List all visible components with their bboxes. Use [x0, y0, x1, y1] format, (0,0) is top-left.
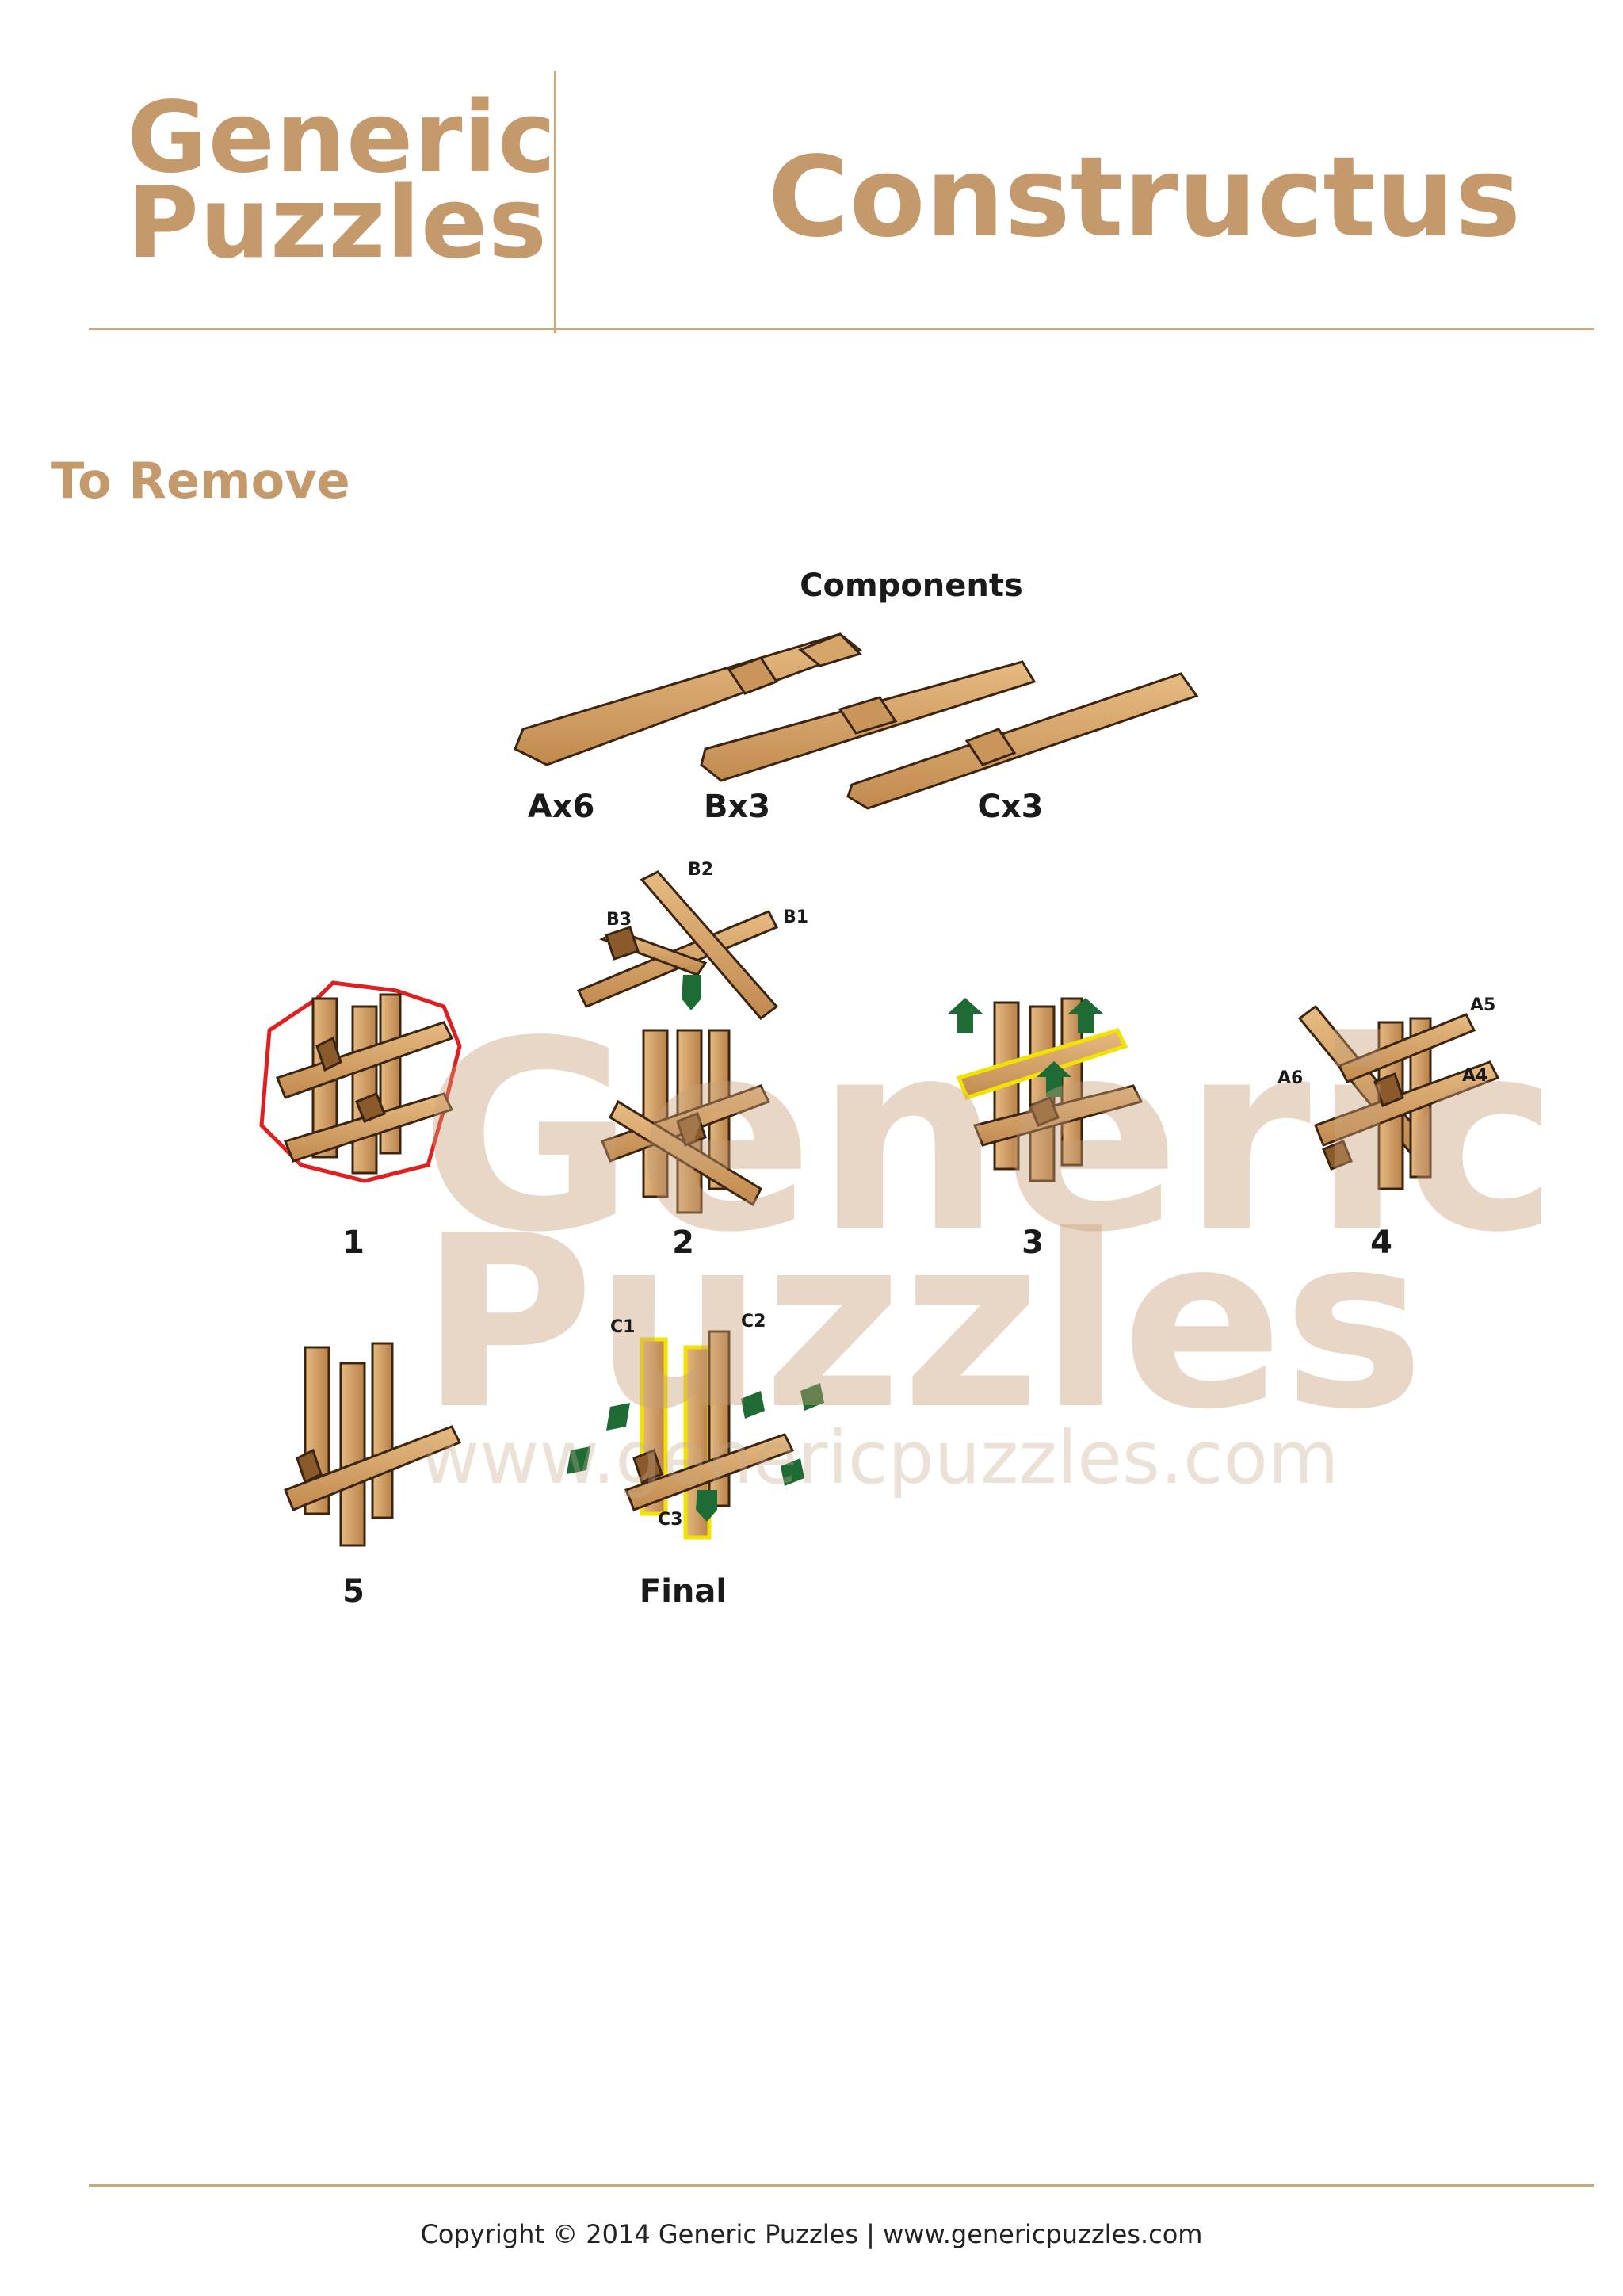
watermark-line-2: Puzzles: [420, 1185, 1425, 1461]
watermark-url: www.genericpuzzles.com: [420, 1415, 1339, 1500]
piece-label-b2: B2: [688, 860, 714, 880]
component-b-piece: [700, 660, 1037, 782]
brand-line-2: Puzzles: [127, 166, 548, 281]
piece-label-c1: C1: [610, 1317, 636, 1337]
step-4-label: 4: [1370, 1224, 1392, 1261]
piece-label-c3: C3: [658, 1510, 683, 1530]
header-divider: [554, 71, 556, 333]
page-title: Constructus: [767, 133, 1522, 262]
component-c-label: Cx3: [977, 789, 1044, 825]
step-5-label: 5: [342, 1573, 365, 1610]
piece-label-a6: A6: [1277, 1068, 1304, 1088]
components-title: Components: [800, 567, 1023, 604]
brand-logo: Generic Puzzles: [127, 81, 557, 281]
final-label: Final: [639, 1573, 727, 1610]
footer-copyright: Copyright © 2014 Generic Puzzles | www.g…: [420, 2219, 1203, 2249]
piece-label-b3: B3: [606, 910, 632, 930]
brand-line-1: Generic: [127, 81, 557, 195]
piece-label-a5: A5: [1470, 995, 1496, 1015]
piece-label-a4: A4: [1462, 1066, 1488, 1086]
section-title: To Remove: [51, 452, 350, 510]
piece-label-b1: B1: [783, 907, 809, 927]
piece-label-c2: C2: [741, 1312, 766, 1331]
watermark-line-1: Generic: [420, 985, 1560, 1289]
header-rule: [89, 328, 1594, 330]
step-2-label: 2: [672, 1224, 694, 1261]
step-3-label: 3: [1022, 1224, 1044, 1261]
component-b-label: Bx3: [703, 789, 771, 825]
footer-rule: [89, 2184, 1594, 2187]
component-a-label: Ax6: [527, 789, 595, 825]
component-a-piece: [514, 632, 863, 766]
step-1-label: 1: [342, 1224, 365, 1261]
